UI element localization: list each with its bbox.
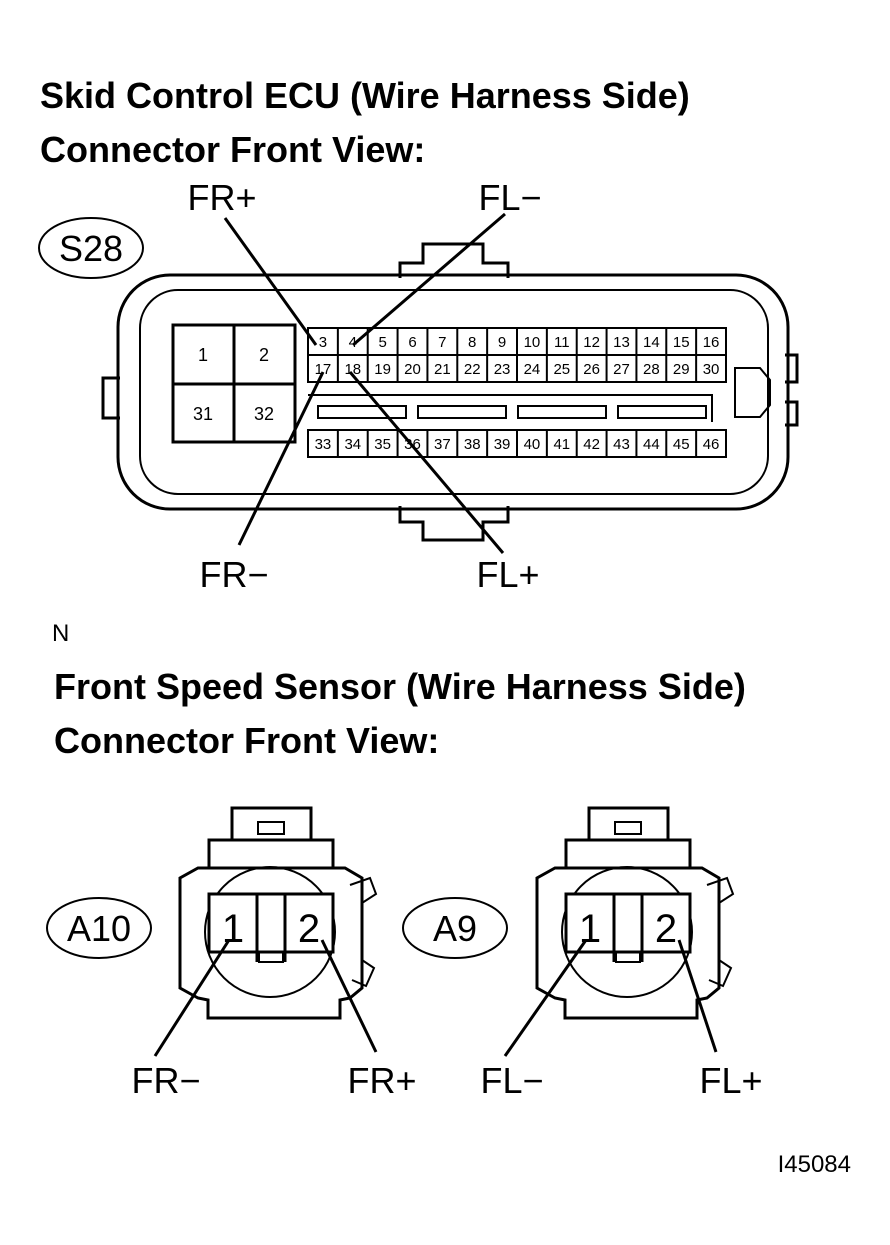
- ecu-pin-5: 5: [378, 334, 386, 351]
- a10-connector-id: A10: [67, 908, 131, 949]
- ecu-label-fl-plus: FL+: [476, 554, 539, 595]
- ecu-pin-13: 13: [613, 334, 630, 351]
- ecu-pin-9: 9: [498, 334, 506, 351]
- ecu-connector-id-badge: S28: [38, 217, 144, 279]
- ecu-pin-20: 20: [404, 361, 421, 378]
- ecu-title-line2: Connector Front View:: [40, 129, 425, 170]
- ecu-pin-2: 2: [259, 345, 269, 365]
- ecu-pin-14: 14: [643, 334, 660, 351]
- sensor-connector-a9: A9 1 2: [402, 806, 735, 1057]
- ecu-pin-26: 26: [583, 361, 600, 378]
- ecu-connector-id: S28: [59, 228, 123, 269]
- ecu-pin-35: 35: [374, 436, 391, 453]
- ecu-pin-25: 25: [553, 361, 570, 378]
- ecu-pin-17: 17: [315, 361, 332, 378]
- note-marker: N: [52, 620, 69, 647]
- ecu-connector-body: [101, 242, 799, 542]
- ecu-pin-42: 42: [583, 436, 600, 453]
- ecu-leader-lines: [223, 212, 506, 554]
- figure-id: I45084: [778, 1151, 851, 1178]
- ecu-pin-45: 45: [673, 436, 690, 453]
- sensor-title-line2: Connector Front View:: [54, 720, 439, 761]
- ecu-pin-30: 30: [703, 361, 720, 378]
- ecu-pin-43: 43: [613, 436, 630, 453]
- ecu-label-fl-minus: FL−: [478, 177, 541, 218]
- ecu-pin-22: 22: [464, 361, 481, 378]
- a9-label-pin1: FL−: [480, 1060, 543, 1101]
- a9-connector-id: A9: [433, 908, 477, 949]
- ecu-pin-16: 16: [703, 334, 720, 351]
- ecu-pin-24: 24: [524, 361, 541, 378]
- ecu-pin-4: 4: [349, 334, 357, 351]
- ecu-title-line1: Skid Control ECU (Wire Harness Side): [40, 75, 690, 116]
- ecu-pin-1: 1: [198, 345, 208, 365]
- ecu-pin-38: 38: [464, 436, 481, 453]
- a10-pin-2: 2: [298, 907, 320, 951]
- ecu-pin-15: 15: [673, 334, 690, 351]
- ecu-pin-34: 34: [344, 436, 361, 453]
- ecu-pin-32: 32: [254, 404, 274, 424]
- ecu-pin-28: 28: [643, 361, 660, 378]
- ecu-pin-18: 18: [344, 361, 361, 378]
- ecu-pin-27: 27: [613, 361, 630, 378]
- ecu-pin-40: 40: [524, 436, 541, 453]
- a9-pin-2: 2: [655, 907, 677, 951]
- ecu-pin-12: 12: [583, 334, 600, 351]
- a9-label-pin2: FL+: [699, 1060, 762, 1101]
- ecu-pin-6: 6: [408, 334, 416, 351]
- ecu-label-fr-plus: FR+: [187, 177, 256, 218]
- sensor-title-line1: Front Speed Sensor (Wire Harness Side): [54, 666, 746, 707]
- ecu-label-fr-minus: FR−: [199, 554, 268, 595]
- ecu-pin-19: 19: [374, 361, 391, 378]
- ecu-pin-29: 29: [673, 361, 690, 378]
- ecu-big-pin-block: 1 2 31 32: [171, 323, 297, 444]
- ecu-pin-7: 7: [438, 334, 446, 351]
- ecu-pin-3: 3: [319, 334, 327, 351]
- ecu-pin-44: 44: [643, 436, 660, 453]
- sensor-connector-a10: A10 1 2: [46, 806, 378, 1057]
- a10-label-pin2: FR+: [347, 1060, 416, 1101]
- ecu-pin-37: 37: [434, 436, 451, 453]
- ecu-pin-8: 8: [468, 334, 476, 351]
- ecu-pin-39: 39: [494, 436, 511, 453]
- ecu-pin-33: 33: [315, 436, 332, 453]
- ecu-pin-31: 31: [193, 404, 213, 424]
- ecu-pin-10: 10: [524, 334, 541, 351]
- ecu-pin-41: 41: [553, 436, 570, 453]
- ecu-pin-11: 11: [554, 334, 570, 351]
- ecu-pin-21: 21: [434, 361, 451, 378]
- ecu-pin-46: 46: [703, 436, 720, 453]
- a10-label-pin1: FR−: [131, 1060, 200, 1101]
- ecu-pin-23: 23: [494, 361, 511, 378]
